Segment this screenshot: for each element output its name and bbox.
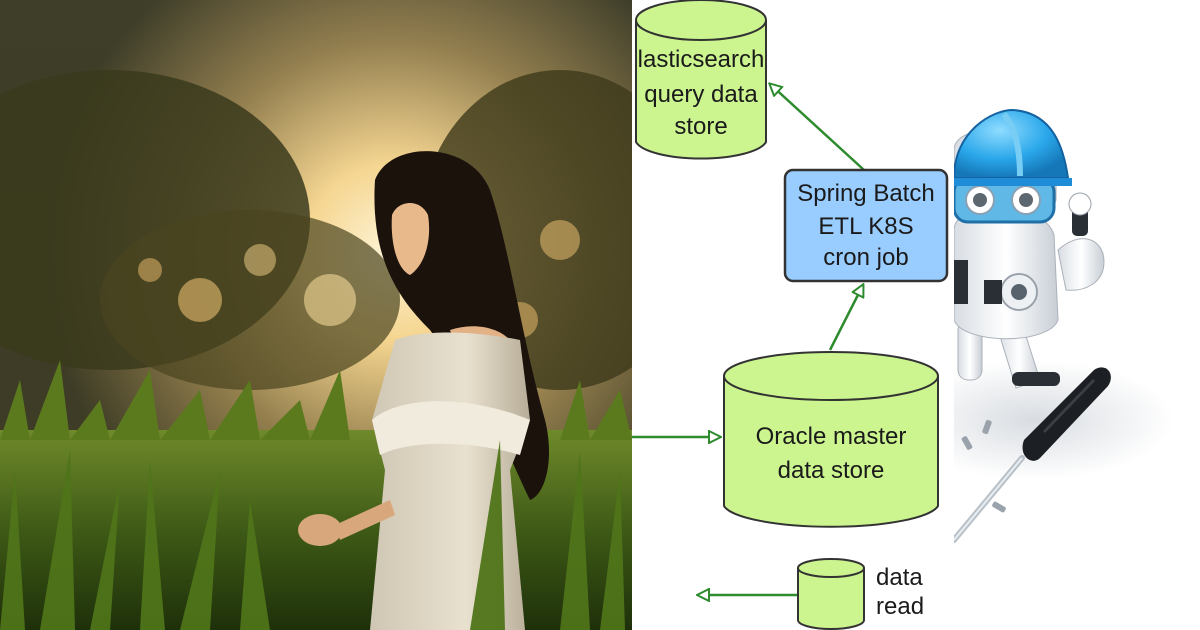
- legend-label-line2: read: [876, 593, 924, 620]
- elasticsearch-store: lasticsearch query data store: [635, 0, 767, 160]
- es-store-label-line1: lasticsearch: [638, 46, 765, 73]
- screwdriver-icon: [954, 367, 1111, 543]
- photo-woman-in-grass: [0, 0, 632, 630]
- diagram-canvas: lasticsearch query data store Spring Bat…: [632, 0, 949, 630]
- etl-job-box: Spring Batch ETL K8S cron job: [783, 168, 949, 283]
- architecture-diagram: lasticsearch query data store Spring Bat…: [632, 0, 954, 630]
- etl-job-label-line1: Spring Batch: [797, 180, 934, 207]
- arrow-oracle-to-etl: [828, 285, 863, 351]
- robot-illustration: [954, 0, 1200, 630]
- oracle-store-label-line1: Oracle master: [756, 423, 907, 450]
- oracle-master-store: Oracle master data store: [723, 351, 939, 528]
- legend-data-read: data read: [698, 558, 924, 630]
- es-store-label-line2: query data: [644, 81, 758, 108]
- arrow-etl-to-es: [770, 84, 865, 171]
- oracle-store-label-line2: data store: [778, 457, 885, 484]
- robot-canvas: [954, 108, 1174, 543]
- etl-job-label-line2: ETL K8S: [818, 213, 913, 240]
- legend-label-line1: data: [876, 564, 923, 591]
- photo-illustration: [0, 0, 632, 630]
- etl-job-label-line3: cron job: [823, 244, 908, 271]
- es-store-label-line3: store: [674, 113, 727, 140]
